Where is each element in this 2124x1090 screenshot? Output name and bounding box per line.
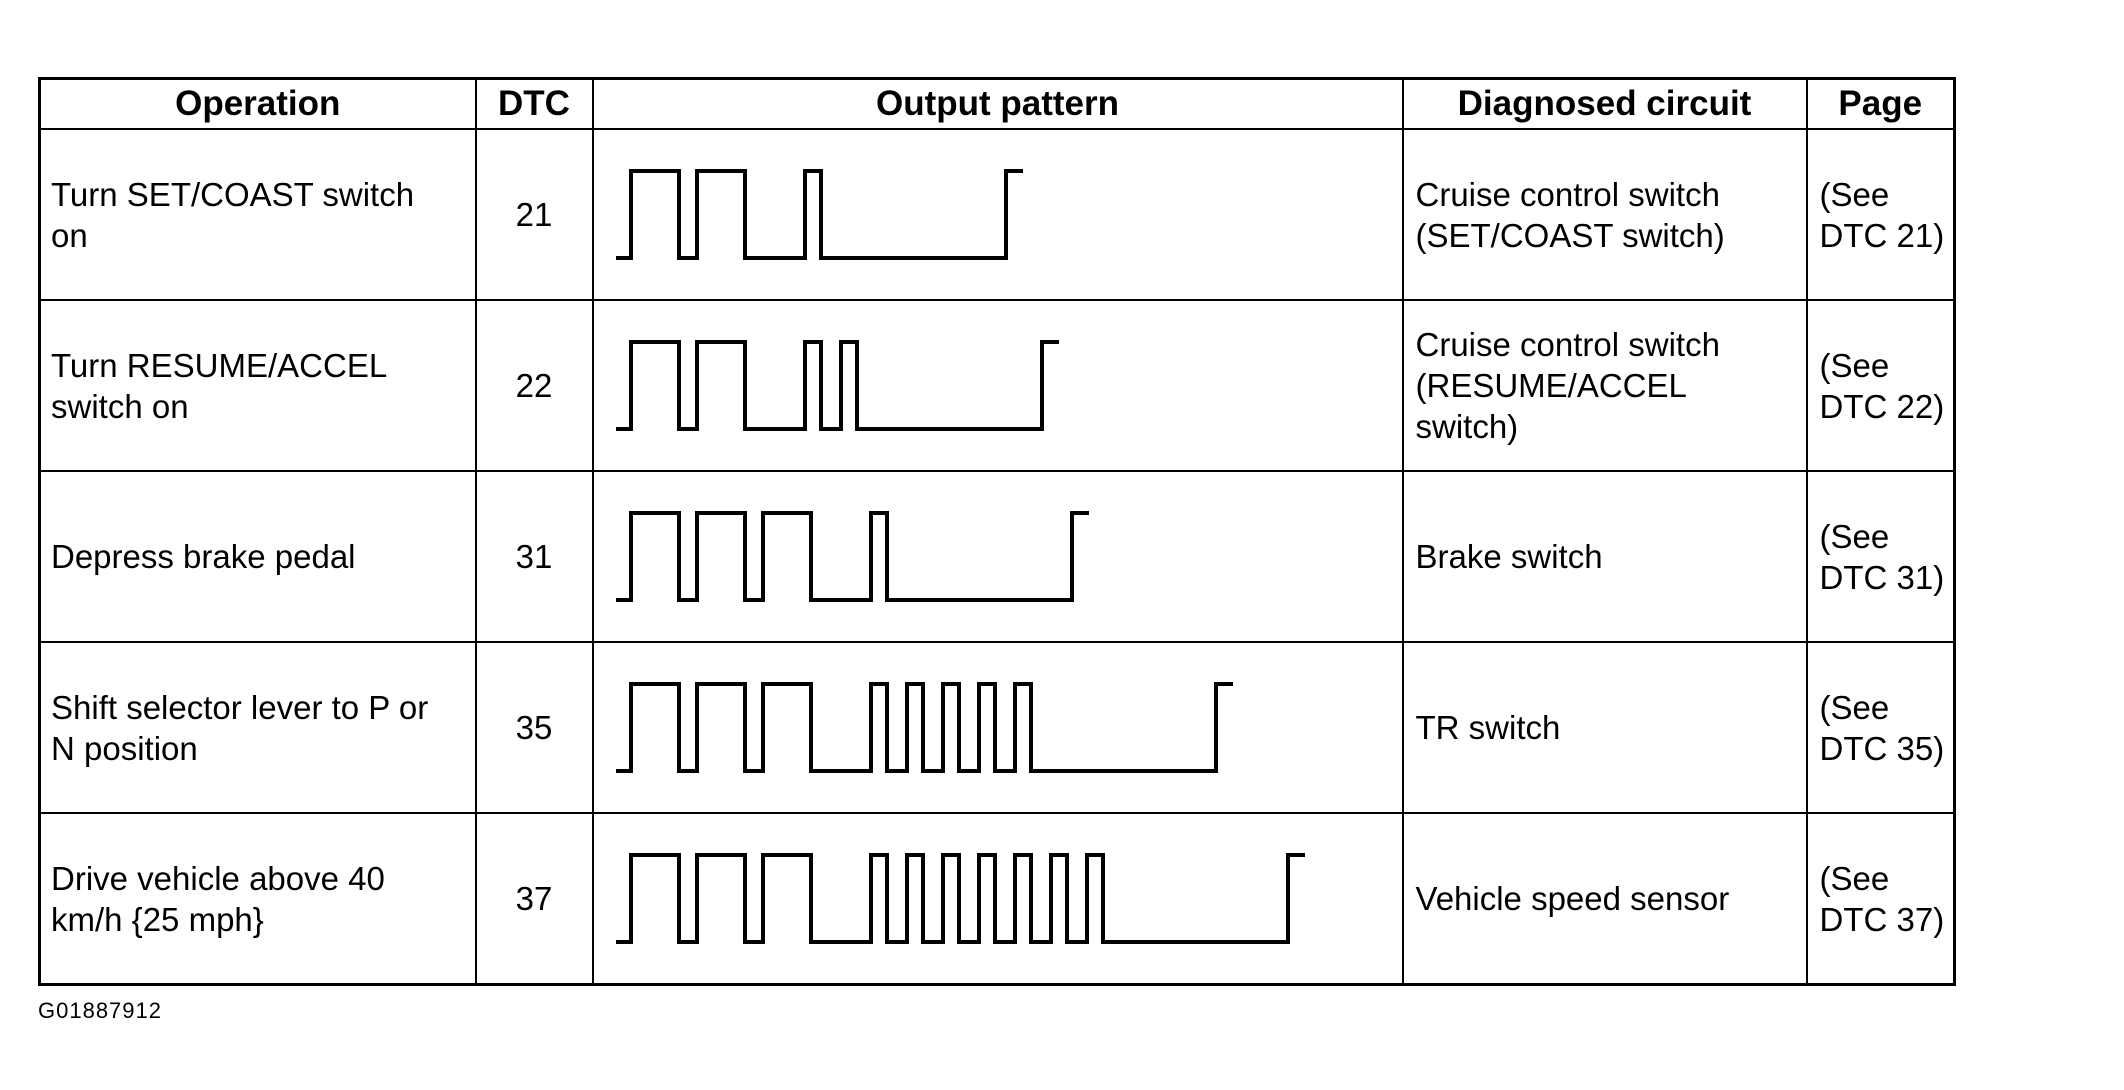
dtc-table: Operation DTC Output pattern Diagnosed c… [38,77,1956,986]
diagnosed-circuit-cell-text: Vehicle speed sensor [1415,880,1730,917]
pulse-trace [615,511,1089,602]
dtc-code-cell-text: 21 [515,196,553,233]
page-ref-cell-text: (See DTC 35) [1819,688,1945,767]
pulse-trace [615,169,1023,260]
page-ref-cell: (See DTC 21) [1805,128,1956,301]
operation-cell-text: Turn SET/COAST switch on [51,175,415,254]
diagnosed-circuit-cell: TR switch [1401,641,1808,814]
page-ref-cell-text: (See DTC 22) [1819,346,1945,425]
dtc-code-cell-text: 37 [515,880,553,917]
dtc-code-cell-text: 35 [515,709,553,746]
header-operation: Operation [38,77,477,130]
operation-cell: Depress brake pedal [38,470,477,643]
diagnosed-circuit-cell-text: Cruise control switch (SET/COAST switch) [1415,175,1725,254]
dtc-code-cell-text: 22 [515,367,553,404]
operation-cell: Drive vehicle above 40 km/h {25 mph} [38,812,477,986]
page-ref-cell: (See DTC 22) [1805,299,1956,472]
table-row: Turn RESUME/ACCEL switch on 22 Cruise cont… [38,299,1956,472]
pulse-waveform [615,340,1059,431]
operation-cell: Shift selector lever to P or N position [38,641,477,814]
header-output-pattern: Output pattern [591,77,1404,130]
page-ref-cell: (See DTC 31) [1805,470,1956,643]
table-row: Drive vehicle above 40 km/h {25 mph} 37 Ve… [38,812,1956,986]
operation-cell-text: Depress brake pedal [51,538,356,575]
operation-cell-text: Turn RESUME/ACCEL switch on [51,346,388,425]
output-pattern-cell [591,812,1404,986]
diagnosed-circuit-cell-text: TR switch [1415,709,1561,746]
pulse-trace [615,853,1305,944]
table-row: Turn SET/COAST switch on 21 Cruise control… [38,128,1956,301]
pulse-trace [615,340,1059,431]
pulse-waveform [615,169,1023,260]
operation-cell: Turn RESUME/ACCEL switch on [38,299,477,472]
diagnosed-circuit-cell-text: Cruise control switch (RESUME/ACCEL swit… [1415,326,1720,445]
pulse-waveform [615,511,1089,602]
dtc-code-cell: 22 [474,299,594,472]
pulse-waveform [615,682,1233,773]
table-row: Shift selector lever to P or N position 3… [38,641,1956,814]
pulse-trace [615,682,1233,773]
page-ref-cell: (See DTC 35) [1805,641,1956,814]
dtc-code-cell: 35 [474,641,594,814]
page-ref-cell-text: (See DTC 31) [1819,517,1945,596]
dtc-code-cell: 21 [474,128,594,301]
pulse-waveform [615,853,1305,944]
header-page: Page [1805,77,1956,130]
diagnosed-circuit-cell: Cruise control switch (SET/COAST switch) [1401,128,1808,301]
operation-cell-text: Drive vehicle above 40 km/h {25 mph} [51,859,385,938]
figure-id: G01887912 [38,998,162,1023]
dtc-code-cell: 31 [474,470,594,643]
table-row: Depress brake pedal 31 Brake switch (See DT… [38,470,1956,643]
output-pattern-cell [591,641,1404,814]
header-row: Operation DTC Output pattern Diagnosed c… [38,77,1956,130]
output-pattern-cell [591,470,1404,643]
diagnosed-circuit-cell-text: Brake switch [1415,538,1603,575]
header-diagnosed-circuit: Diagnosed circuit [1401,77,1808,130]
page-ref-cell: (See DTC 37) [1805,812,1956,986]
dtc-code-cell: 37 [474,812,594,986]
output-pattern-cell [591,299,1404,472]
header-dtc: DTC [474,77,594,130]
diagnosed-circuit-cell: Cruise control switch (RESUME/ACCEL swit… [1401,299,1808,472]
operation-cell: Turn SET/COAST switch on [38,128,477,301]
page-ref-cell-text: (See DTC 21) [1819,175,1945,254]
page-ref-cell-text: (See DTC 37) [1819,859,1945,938]
diagnosed-circuit-cell: Vehicle speed sensor [1401,812,1808,986]
operation-cell-text: Shift selector lever to P or N position [51,688,429,767]
diagnosed-circuit-cell: Brake switch [1401,470,1808,643]
dtc-code-cell-text: 31 [515,538,553,575]
output-pattern-cell [591,128,1404,301]
